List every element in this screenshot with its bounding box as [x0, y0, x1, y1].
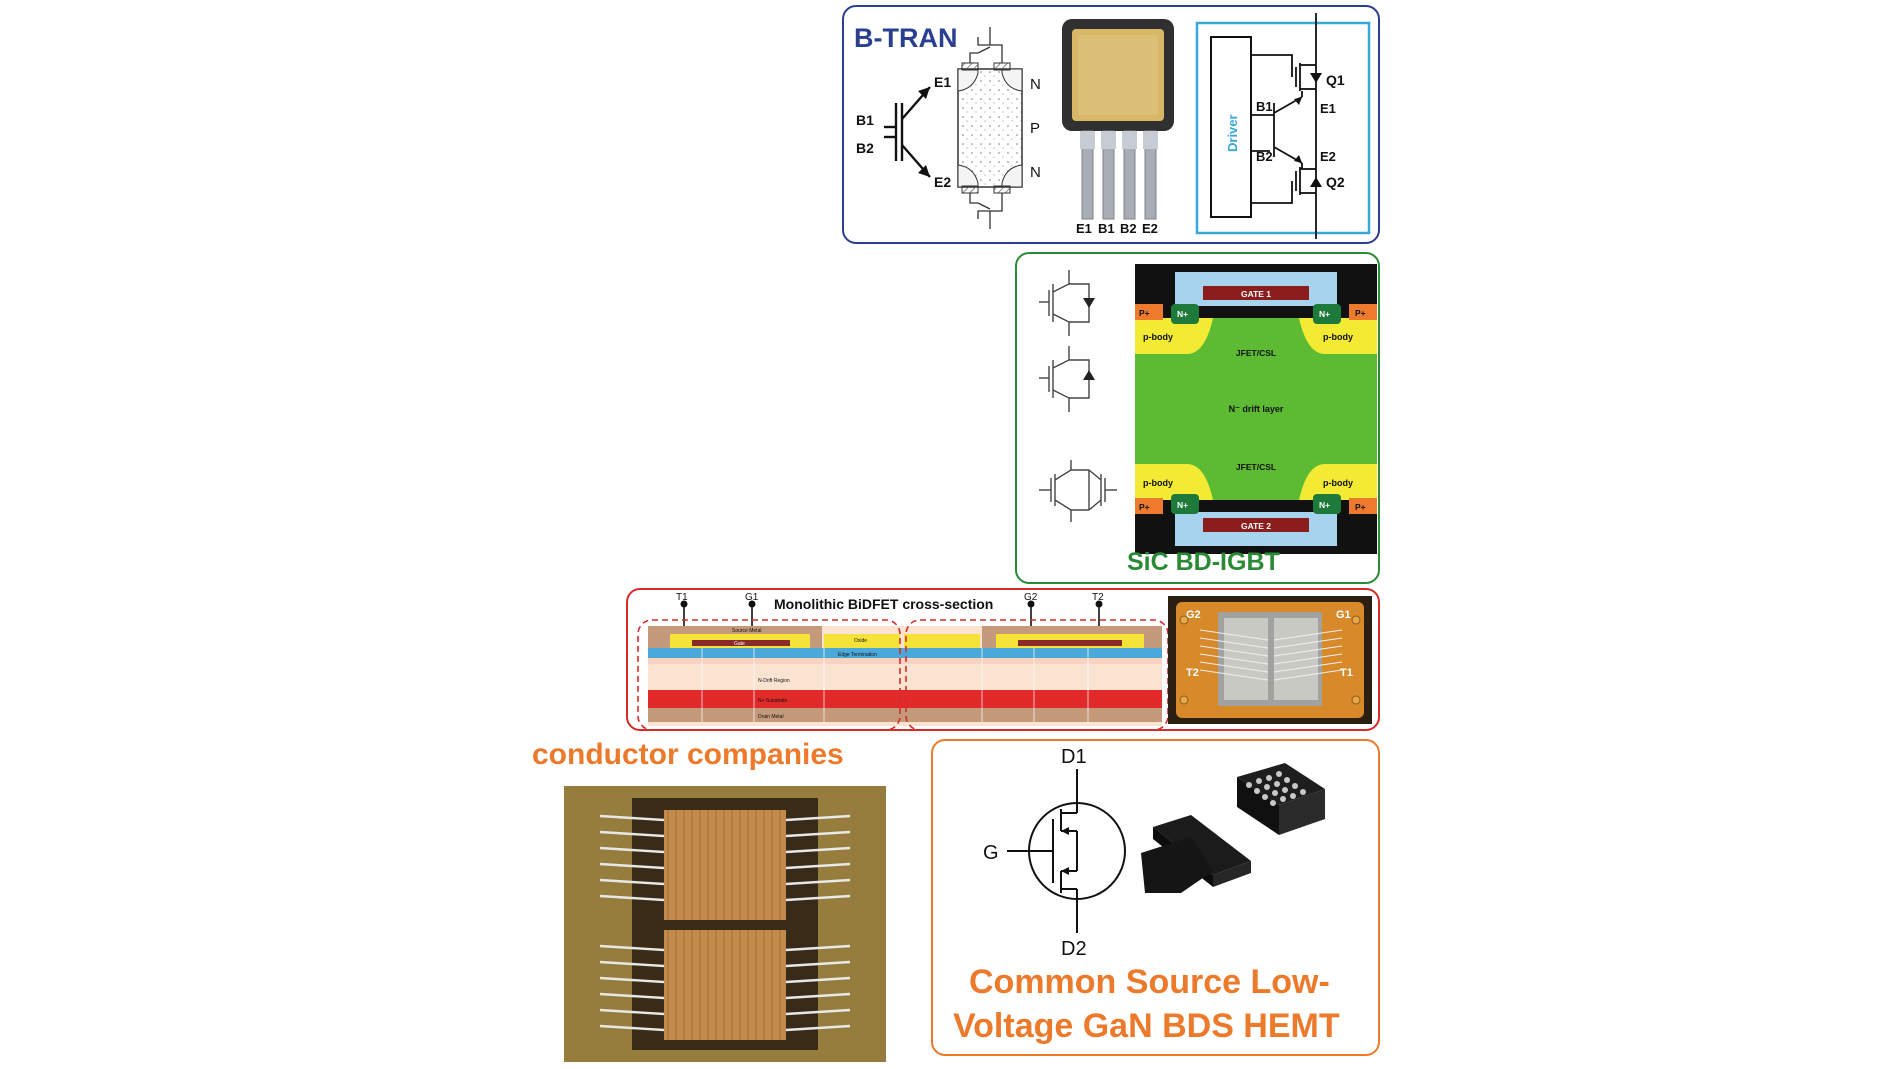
sic-pbody-br: p-body: [1323, 478, 1353, 488]
sic-drift-label: N⁻ drift layer: [1229, 404, 1284, 414]
btran-drv-e2: E2: [1320, 149, 1336, 164]
btran-pin-e2: E2: [1142, 221, 1158, 236]
btran-sym-b2: B2: [856, 140, 874, 156]
gan-title-line2: Voltage GaN BDS HEMT: [953, 1007, 1340, 1045]
gan-symbol: D1 G D2: [983, 746, 1325, 960]
sic-pplus-bl: P+: [1139, 502, 1150, 512]
btran-drv-q1: Q1: [1326, 72, 1345, 88]
btran-sym-b1: B1: [856, 112, 874, 128]
sic-emitter1-label: EMITTER 1: [1234, 264, 1279, 274]
sic-nplus-tr: N+: [1319, 309, 1330, 319]
btran-title: B-TRAN: [854, 23, 958, 53]
sic-pplus-tl: P+: [1139, 308, 1150, 318]
sic-jfet-top: JFET/CSL: [1236, 348, 1276, 358]
sic-emitter2-label: EMITTER 2: [1234, 544, 1279, 554]
bidfet-photo-g1: G1: [1336, 609, 1351, 621]
sic-gate1: [1203, 286, 1309, 300]
btran-layer-bottom: N: [1030, 164, 1041, 181]
bidfet-g2: G2: [1024, 592, 1038, 603]
bidfet-photo-t1: T1: [1340, 667, 1353, 679]
sic-nplus-br: N+: [1319, 500, 1330, 510]
bidfet-photo-t2: T2: [1186, 667, 1199, 679]
btran-layer-mid: P: [1030, 120, 1040, 137]
bidfet-layer-drain: Drain Metal: [758, 714, 784, 720]
sic-pbody-tr: p-body: [1323, 332, 1353, 342]
gan-title-line1: Common Source Low-: [969, 963, 1330, 1001]
btran-layer-top: N: [1030, 76, 1041, 93]
btran-drv-q2: Q2: [1326, 174, 1345, 190]
sic-panel: EMITTER 1 GATE 1 P+ N+ N+ P+ p-body p-bo…: [1015, 252, 1380, 584]
bidfet-t2: T2: [1092, 592, 1104, 603]
gan-panel: D1 G D2 Common Source Low- Voltage GaN B…: [931, 739, 1380, 1056]
sic-title: SiC BD-IGBT: [1127, 548, 1280, 576]
btran-panel: B-TRAN E1 B1 B2 E2: [842, 5, 1380, 244]
btran-pin-e1: E1: [1076, 221, 1092, 236]
sic-pbody-tl: p-body: [1143, 332, 1173, 342]
gan-g: G: [983, 842, 999, 864]
bidfet-g1: G1: [745, 592, 759, 603]
sic-cross-section: EMITTER 1 GATE 1 P+ N+ N+ P+ p-body p-bo…: [1135, 264, 1377, 554]
sic-nplus-tl: N+: [1177, 309, 1188, 319]
btran-sym-e2: E2: [934, 174, 951, 190]
btran-driver-box: [1210, 36, 1252, 218]
sic-gate1-label: GATE 1: [1241, 289, 1271, 299]
sic-pplus-br: P+: [1355, 502, 1366, 512]
gan-d2: D2: [1061, 938, 1087, 960]
btran-drv-b1: B1: [1256, 99, 1273, 114]
companies-label: conductor companies: [532, 738, 844, 771]
sic-jfet-bottom: JFET/CSL: [1236, 462, 1276, 472]
sic-schematics: [1039, 270, 1117, 522]
bidfet-panel: Monolithic BiDFET cross-section T1 G1 G2…: [626, 588, 1380, 731]
bidfet-cross-section: T1 G1 G2 T2 Source Metal Oxide Gate Edge…: [637, 592, 1372, 731]
bidfet-layer-edge: Edge Termination: [838, 652, 877, 658]
bidfet-layer-gate: Gate: [734, 641, 745, 647]
btran-driver-label: Driver: [1225, 114, 1240, 152]
btran-die: [957, 68, 1023, 188]
gan-package-large: [1153, 815, 1251, 875]
btran-symbol: E1 B1 B2 E2: [856, 13, 1371, 239]
btran-pin-b1: B1: [1098, 221, 1115, 236]
bidfet-layer-substrate: N+ Substrate: [758, 698, 788, 704]
companies-die-photo: [564, 786, 886, 1062]
bidfet-layer-oxide: Oxide: [854, 638, 867, 644]
sic-pbody-bl: p-body: [1143, 478, 1173, 488]
sic-nplus-bl: N+: [1177, 500, 1188, 510]
bidfet-photo-g2: G2: [1186, 609, 1201, 621]
gan-d1: D1: [1061, 746, 1087, 768]
btran-driver-frame: [1195, 21, 1371, 235]
btran-drv-e1: E1: [1320, 101, 1336, 116]
sic-pplus-tr: P+: [1355, 308, 1366, 318]
sic-gate2-label: GATE 2: [1241, 521, 1271, 531]
btran-sym-e1: E1: [934, 74, 951, 90]
bidfet-title: Monolithic BiDFET cross-section: [774, 596, 994, 612]
bidfet-t1: T1: [676, 592, 688, 603]
bidfet-layer-source: Source Metal: [732, 628, 761, 634]
sic-gate2: [1203, 518, 1309, 532]
bidfet-layer-drift: N-Drift Region: [758, 678, 790, 684]
btran-pin-b2: B2: [1120, 221, 1137, 236]
btran-drv-b2: B2: [1256, 149, 1273, 164]
